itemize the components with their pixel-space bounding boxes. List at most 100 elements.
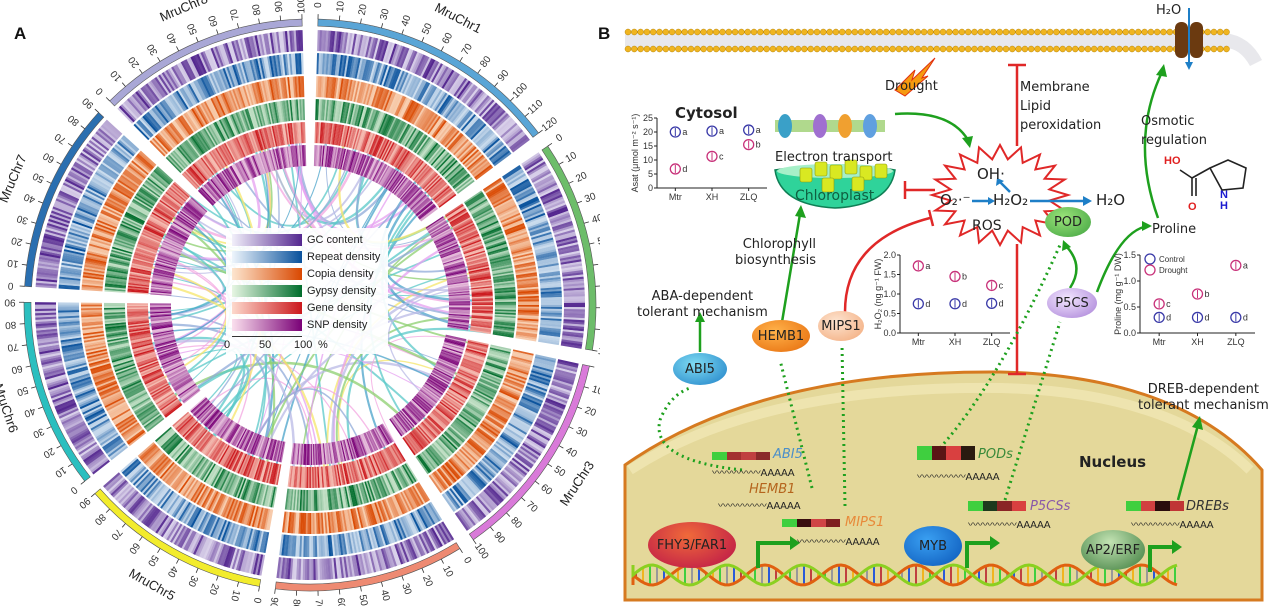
track-bin-snp-density bbox=[375, 163, 387, 183]
track-bin-repeat-density bbox=[526, 216, 547, 226]
track-bin-repeat-density bbox=[384, 66, 394, 88]
track-bin-gene-density bbox=[350, 127, 357, 149]
track-bin-gc-content bbox=[561, 270, 584, 275]
track-bin-gypsy-density bbox=[328, 100, 333, 122]
track-bin-gypsy-density bbox=[375, 112, 385, 133]
lipid-head bbox=[851, 28, 859, 36]
track-bin-gc-content bbox=[491, 113, 509, 130]
lipid-head bbox=[983, 28, 991, 36]
lipid-head bbox=[1097, 28, 1104, 36]
track-bin-gene-density bbox=[428, 180, 446, 196]
track-bin-snp-density bbox=[401, 184, 417, 202]
lipid-head bbox=[895, 45, 903, 53]
track-bin-copia-density bbox=[337, 77, 342, 100]
track-bin-copia-density bbox=[397, 97, 408, 117]
track-bin-repeat-density bbox=[517, 194, 538, 206]
lipid-head bbox=[700, 45, 707, 53]
lipid-head bbox=[933, 45, 940, 53]
track-bin-gene-density bbox=[375, 137, 386, 158]
lipid-head bbox=[624, 45, 632, 53]
lipid-head bbox=[1015, 45, 1022, 53]
lipid-head bbox=[1122, 28, 1129, 36]
track-bin-copia-density bbox=[447, 132, 463, 150]
track-bin-gypsy-density bbox=[416, 136, 431, 155]
track-bin-gene-density bbox=[391, 146, 404, 166]
track-bin-snp-density bbox=[314, 145, 318, 167]
track-bin-snp-density bbox=[408, 192, 425, 209]
track-bin-copia-density bbox=[451, 137, 468, 155]
track-bin-gc-content bbox=[557, 244, 579, 252]
track-bin-gene-density bbox=[434, 188, 452, 203]
lipid-head bbox=[838, 45, 846, 53]
track-bin-gene-density bbox=[372, 135, 382, 156]
track-bin-copia-density bbox=[324, 76, 328, 98]
lipid-head bbox=[838, 28, 846, 36]
track-bin-gc-content bbox=[382, 41, 391, 63]
track-bin-copia-density bbox=[356, 81, 364, 103]
track-bin-copia-density bbox=[427, 116, 441, 135]
track-bin-gc-content bbox=[376, 39, 385, 61]
track-bin-repeat-density bbox=[447, 102, 463, 121]
track-bin-copia-density bbox=[391, 94, 402, 115]
track-bin-gc-content bbox=[329, 30, 334, 52]
track-bin-gene-density bbox=[319, 122, 323, 144]
track-bin-gc-content bbox=[539, 186, 560, 198]
track-bin-gc-content bbox=[523, 155, 543, 170]
lipid-head bbox=[1065, 28, 1073, 36]
track-bin-copia-density bbox=[459, 145, 476, 162]
lipid-head bbox=[738, 45, 745, 53]
track-bin-repeat-density bbox=[432, 91, 446, 111]
track-bin-repeat-density bbox=[470, 123, 487, 141]
tick-label: 60 bbox=[440, 31, 455, 46]
track-bin-gene-density bbox=[415, 166, 431, 184]
track-bin-repeat-density bbox=[529, 226, 551, 235]
track-bin-repeat-density bbox=[535, 251, 557, 258]
tick-label: 10 bbox=[335, 0, 347, 13]
tick-mark bbox=[510, 97, 515, 102]
track-bin-gene-density bbox=[410, 161, 426, 180]
track-bin-gc-content bbox=[563, 280, 585, 286]
track-bin-repeat-density bbox=[518, 196, 539, 208]
track-bin-gc-content bbox=[427, 61, 440, 81]
lipid-head bbox=[763, 45, 770, 53]
lipid-head bbox=[1141, 28, 1148, 36]
track-bin-gc-content bbox=[394, 45, 404, 67]
track-bin-gc-content bbox=[436, 66, 449, 86]
lipid-head bbox=[668, 28, 676, 36]
tick-mark bbox=[381, 23, 384, 29]
track-bin-gypsy-density bbox=[404, 127, 417, 147]
lipid-head bbox=[725, 45, 733, 53]
track-bin-gc-content bbox=[490, 111, 508, 128]
track-bin-gc-content bbox=[438, 67, 451, 87]
track-bin-gc-content bbox=[323, 30, 327, 52]
track-bin-gypsy-density bbox=[367, 109, 376, 130]
track-bin-gypsy-density bbox=[318, 99, 321, 121]
track-bin-repeat-density bbox=[459, 112, 475, 131]
track-bin-gc-content bbox=[561, 337, 583, 343]
track-bin-gypsy-density bbox=[386, 117, 397, 138]
track-bin-repeat-density bbox=[423, 85, 436, 105]
lipid-head bbox=[794, 45, 802, 53]
track-bin-repeat-density bbox=[538, 265, 560, 271]
track-bin-gypsy-density bbox=[454, 175, 472, 191]
track-bin-copia-density bbox=[467, 155, 486, 172]
track-bin-gc-content bbox=[553, 225, 574, 234]
track-bin-gc-content bbox=[554, 231, 576, 240]
track-bin-gene-density bbox=[360, 130, 369, 152]
track-bin-repeat-density bbox=[506, 171, 526, 185]
track-bin-gc-content bbox=[559, 252, 581, 259]
track-bin-repeat-density bbox=[528, 222, 549, 232]
tick-label: 50 bbox=[420, 21, 435, 36]
track-bin-copia-density bbox=[363, 83, 371, 105]
track-bin-repeat-density bbox=[462, 115, 478, 133]
lipid-head bbox=[782, 28, 789, 36]
track-bin-gc-content bbox=[534, 176, 555, 189]
track-bin-gc-content bbox=[563, 302, 585, 306]
track-bin-copia-density bbox=[325, 76, 330, 98]
track-bin-snp-density bbox=[404, 188, 421, 205]
lipid-head bbox=[1153, 28, 1161, 36]
track-bin-gene-density bbox=[331, 123, 336, 145]
track-bin-gene-density bbox=[424, 175, 441, 192]
track-bin-gene-density bbox=[332, 123, 337, 145]
lipid-head bbox=[794, 28, 802, 36]
